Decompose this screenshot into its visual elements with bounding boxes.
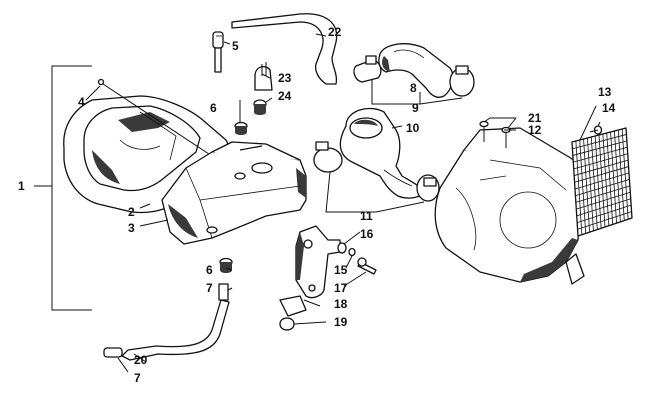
screen-13	[571, 127, 633, 237]
mesh-wire-horizontal	[575, 179, 630, 197]
mesh-wire-vertical	[614, 130, 621, 222]
mesh-wire-vertical	[610, 131, 617, 224]
callout-4: 4	[78, 95, 85, 109]
screen-mesh	[572, 128, 632, 235]
callout-11: 11	[360, 209, 373, 223]
assembly-bracket	[34, 65, 92, 311]
mesh-wire-horizontal	[576, 191, 631, 210]
grommet-6-top	[234, 121, 248, 135]
callout-3: 3	[128, 221, 135, 235]
callout-7-bottom: 7	[134, 371, 141, 385]
callout-2: 2	[128, 205, 135, 219]
callout-24: 24	[278, 89, 292, 103]
callout-16: 16	[360, 227, 374, 241]
intake-silencer	[161, 141, 307, 245]
callout-1: 1	[18, 179, 25, 193]
clip-19	[279, 295, 307, 331]
sensor-23	[254, 62, 273, 91]
bolt-17	[357, 257, 377, 275]
housing-12	[434, 127, 585, 285]
vent-hose-22	[231, 13, 338, 85]
callout-15: 15	[334, 263, 348, 277]
callout-21: 21	[528, 111, 542, 125]
callout-7-top: 7	[206, 281, 213, 295]
clamp-9-right	[449, 65, 475, 97]
mesh-wire-vertical	[602, 133, 610, 226]
mesh-wire-vertical	[617, 129, 625, 221]
grommet-24	[253, 99, 267, 115]
clamp-9-left	[353, 55, 382, 83]
callout-14: 14	[602, 101, 616, 115]
nut-15	[348, 247, 356, 257]
leader-lines	[85, 33, 601, 373]
mesh-wire-horizontal	[577, 211, 632, 230]
fitting-5	[212, 31, 224, 73]
mesh-wire-vertical	[606, 132, 614, 225]
mesh-wire-horizontal	[577, 204, 632, 223]
callout-13: 13	[598, 85, 612, 99]
callout-5: 5	[232, 39, 239, 53]
callout-20: 20	[134, 353, 148, 367]
intake-boot-8	[378, 43, 454, 98]
callout-8: 8	[410, 81, 417, 95]
callout-9: 9	[412, 101, 419, 115]
drain-hose-20	[103, 283, 230, 361]
callout-23: 23	[278, 71, 292, 85]
callout-17: 17	[334, 281, 348, 295]
mesh-wire-horizontal	[576, 198, 631, 217]
mount-bracket-18	[295, 225, 341, 299]
screw-14	[589, 125, 603, 135]
clamp-11-left	[313, 141, 343, 173]
callout-labels: 1 2 3 4 5 6 6 7 7 8 9 10 11 12 13 14 15 …	[18, 25, 616, 385]
clamp-11-right	[416, 174, 440, 202]
screw-4	[97, 78, 219, 161]
callout-22: 22	[328, 25, 342, 39]
callout-18: 18	[334, 297, 348, 311]
callout-6-top: 6	[210, 101, 217, 115]
callout-12: 12	[528, 123, 542, 137]
callout-6-bottom: 6	[206, 263, 213, 277]
washer-16	[337, 242, 347, 254]
mesh-wire-vertical	[621, 128, 629, 220]
callout-19: 19	[334, 315, 348, 329]
callout-10: 10	[406, 121, 420, 135]
grommet-6-bottom	[219, 257, 233, 273]
mesh-wire-horizontal	[575, 185, 630, 203]
mesh-wire-horizontal	[574, 172, 630, 190]
